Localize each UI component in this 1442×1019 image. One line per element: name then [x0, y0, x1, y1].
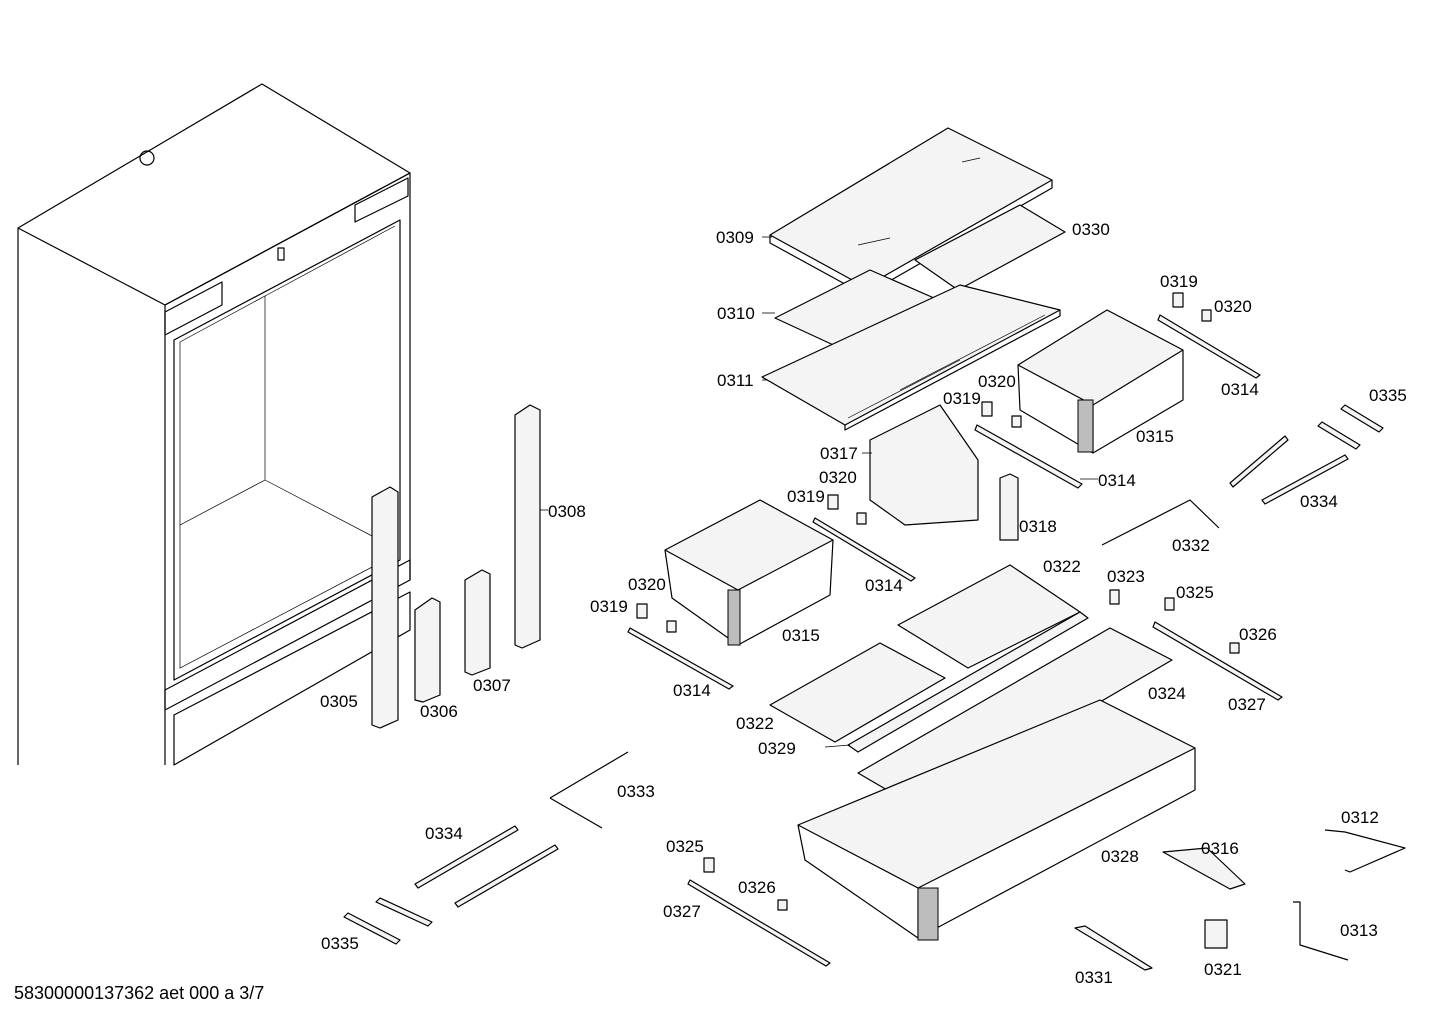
callout-0313: 0313 [1340, 921, 1378, 940]
document-id: 58300000137362 aet 000 a 3/7 [14, 983, 265, 1003]
callout-0328: 0328 [1101, 847, 1139, 866]
glass-panels [769, 564, 1173, 809]
callout-0320: 0320 [819, 468, 857, 487]
callout-0335: 0335 [321, 934, 359, 953]
callout-0321: 0321 [1204, 960, 1242, 979]
callout-0320: 0320 [628, 575, 666, 594]
glass-shelf-0330 [914, 204, 1066, 291]
callout-0323: 0323 [1107, 567, 1145, 586]
callout-0327: 0327 [1228, 695, 1266, 714]
callout-0320: 0320 [978, 372, 1016, 391]
divider-panel-0317 [869, 404, 979, 526]
clips [636, 292, 1240, 911]
callout-0326: 0326 [1239, 625, 1277, 644]
callout-0320: 0320 [1214, 297, 1252, 316]
callout-0322: 0322 [736, 714, 774, 733]
crisper-drawer-0315-lower [664, 499, 834, 646]
callout-0335: 0335 [1369, 386, 1407, 405]
cabinet-body [17, 83, 411, 766]
callout-0331: 0331 [1075, 968, 1113, 987]
callout-0333: 0333 [617, 782, 655, 801]
callout-0314: 0314 [865, 576, 903, 595]
callout-0326: 0326 [738, 878, 776, 897]
callout-0318: 0318 [1019, 517, 1057, 536]
callout-0319: 0319 [943, 389, 981, 408]
strips-left [343, 751, 629, 945]
callout-0310: 0310 [717, 304, 755, 323]
callout-0319: 0319 [787, 487, 825, 506]
callout-0334: 0334 [425, 824, 463, 843]
cover-0318 [999, 473, 1019, 541]
callout-0314: 0314 [1098, 471, 1136, 490]
shelf-0311 [761, 284, 1061, 431]
leader-lines [540, 236, 1098, 748]
callout-0330: 0330 [1072, 220, 1110, 239]
callout-0307: 0307 [473, 676, 511, 695]
callout-0311: 0311 [717, 371, 754, 390]
callout-0324: 0324 [1148, 684, 1186, 703]
strips-right [1101, 404, 1384, 546]
callout-0314: 0314 [673, 681, 711, 700]
callout-0325: 0325 [1176, 583, 1214, 602]
small-parts-bottom [1074, 829, 1406, 971]
callout-0327: 0327 [663, 902, 701, 921]
trim-0308 [514, 404, 541, 649]
callout-0315: 0315 [1136, 427, 1174, 446]
callout-0322: 0322 [1043, 557, 1081, 576]
rails [627, 314, 1283, 967]
callout-0315: 0315 [782, 626, 820, 645]
callout-0309: 0309 [716, 228, 754, 247]
callout-0306: 0306 [420, 702, 458, 721]
callout-0305: 0305 [320, 692, 358, 711]
crisper-drawer-0315-upper [1017, 309, 1184, 454]
trim-0307 [464, 569, 491, 676]
trim-0305 [371, 486, 399, 729]
callout-0332: 0332 [1172, 536, 1210, 555]
callout-0316: 0316 [1201, 839, 1239, 858]
callout-0325: 0325 [666, 837, 704, 856]
callout-0319: 0319 [1160, 272, 1198, 291]
large-bin-0328 [797, 699, 1196, 941]
glass-shelf-0309 [769, 127, 1053, 296]
callout-0317: 0317 [820, 444, 858, 463]
callout-0334: 0334 [1300, 492, 1338, 511]
callout-0312: 0312 [1341, 808, 1379, 827]
callout-0329: 0329 [758, 739, 796, 758]
callout-0319: 0319 [590, 597, 628, 616]
callout-0308: 0308 [548, 502, 586, 521]
trim-0306 [414, 597, 441, 703]
callout-0314: 0314 [1221, 380, 1259, 399]
